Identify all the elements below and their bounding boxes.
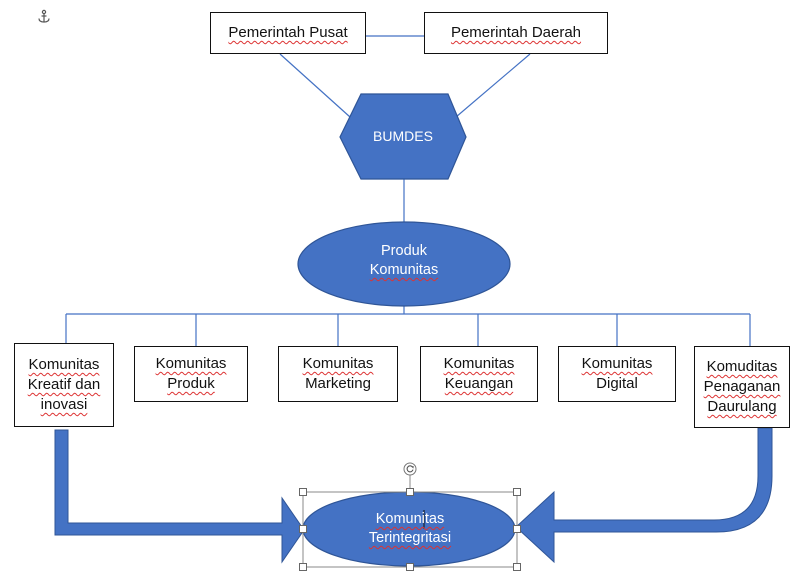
penaganan-line1: Komuditas (706, 358, 778, 375)
resize-handle-n[interactable] (406, 488, 414, 496)
marketing-line1: Komunitas (302, 355, 374, 372)
integrated-label-line2: Terintegritasi (368, 530, 452, 546)
produk-label-line1: Produk (381, 243, 427, 259)
bumdes-hexagon[interactable] (339, 93, 467, 180)
kreatif-line3: inovasi (40, 396, 88, 413)
connector-daerah-bumdes (455, 53, 531, 118)
box-komunitas-produk[interactable]: Komunitas Produk (134, 346, 248, 402)
resize-handle-ne[interactable] (513, 488, 521, 496)
integrated-label-line1: Komunitas (375, 511, 445, 527)
keuangan-line2: Keuangan (444, 375, 514, 392)
digital-line2: Digital (596, 375, 638, 392)
box-pemerintah-daerah[interactable]: Pemerintah Daerah (424, 12, 608, 54)
produk-box-line1: Komunitas (155, 355, 227, 372)
resize-handle-w[interactable] (299, 525, 307, 533)
box-komunitas-digital[interactable]: Komunitas Digital (558, 346, 676, 402)
penaganan-line3: Daurulang (707, 398, 777, 415)
keuangan-line1: Komunitas (443, 355, 515, 372)
kreatif-line1: Komunitas (28, 356, 100, 373)
rotate-handle-icon[interactable] (403, 462, 417, 476)
right-curved-arrow (515, 427, 773, 564)
resize-handle-e[interactable] (513, 525, 521, 533)
produk-komunitas-label: Produk Komunitas (330, 242, 478, 280)
box-pemerintah-pusat[interactable]: Pemerintah Pusat (210, 12, 366, 54)
digital-line1: Komunitas (581, 355, 653, 372)
marketing-line2: Marketing (305, 375, 371, 392)
box-pemerintah-pusat-label: Pemerintah Pusat (228, 24, 348, 41)
resize-handle-nw[interactable] (299, 488, 307, 496)
anchor-icon[interactable] (36, 9, 52, 25)
resize-handle-sw[interactable] (299, 563, 307, 571)
resize-handle-se[interactable] (513, 563, 521, 571)
bumdes-label: BUMDES (373, 128, 433, 144)
box-komunitas-keuangan[interactable]: Komunitas Keuangan (420, 346, 538, 402)
produk-label-line2: Komunitas (369, 262, 439, 278)
resize-handle-s[interactable] (406, 563, 414, 571)
box-komunitas-marketing[interactable]: Komunitas Marketing (278, 346, 398, 402)
box-komuditas-penaganan[interactable]: Komuditas Penaganan Daurulang (694, 346, 790, 428)
integrated-label: Komunitas Terintegritasi (330, 510, 490, 548)
produk-box-line2: Produk (167, 375, 215, 392)
connector-pusat-bumdes (279, 53, 351, 118)
box-komunitas-kreatif[interactable]: Komunitas Kreatif dan inovasi (14, 343, 114, 427)
box-pemerintah-daerah-label: Pemerintah Daerah (450, 24, 582, 41)
kreatif-line2: Kreatif dan (27, 376, 101, 393)
produk-komunitas-ellipse[interactable] (297, 221, 511, 307)
penaganan-line2: Penaganan (703, 378, 781, 395)
left-bent-arrow (54, 429, 305, 564)
